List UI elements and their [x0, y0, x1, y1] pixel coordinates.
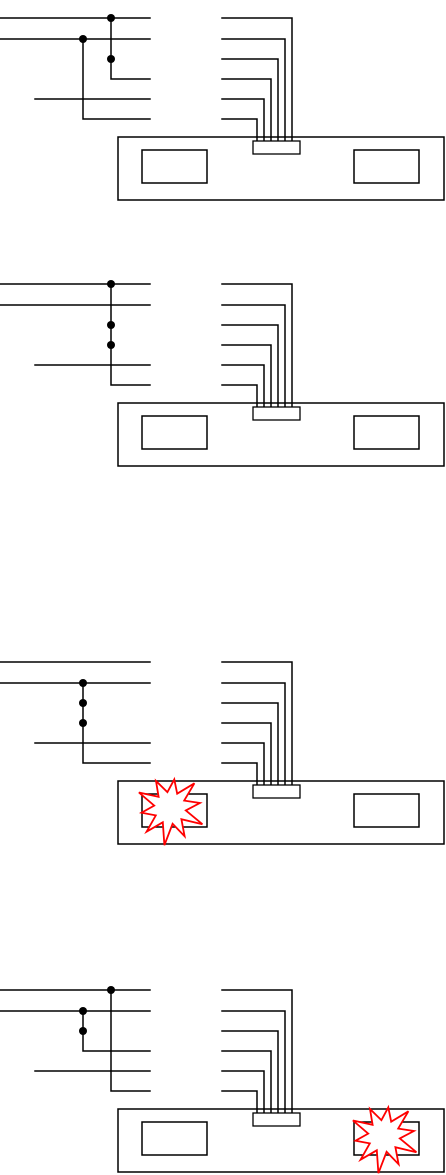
inner-bus-line — [111, 284, 150, 385]
junction-dot — [107, 55, 115, 63]
left-module-box — [142, 1122, 207, 1155]
right-module-box — [354, 416, 419, 449]
outer-bus-line — [83, 1011, 150, 1051]
junction-dot — [107, 280, 115, 288]
junction-dot — [79, 1007, 87, 1015]
right-wire-2 — [222, 305, 285, 407]
wiring-diagram-2 — [0, 280, 444, 466]
right-module-box — [354, 794, 419, 827]
outer-bus-line — [83, 683, 150, 763]
connector-block — [253, 785, 300, 798]
right-wire-2 — [222, 39, 285, 141]
wiring-diagram-1 — [0, 14, 444, 200]
right-wire-3 — [222, 59, 278, 141]
junction-dot — [79, 699, 87, 707]
wiring-diagram-4 — [0, 986, 444, 1173]
right-wire-2 — [222, 683, 285, 785]
junction-dot — [107, 986, 115, 994]
inner-bus-line — [111, 990, 150, 1091]
junction-dot — [79, 35, 87, 43]
right-module-box — [354, 150, 419, 183]
junction-dot — [107, 321, 115, 329]
connector-block — [253, 407, 300, 420]
right-wire-3 — [222, 1031, 278, 1113]
inner-bus-line — [111, 18, 150, 79]
wiring-diagram-3 — [0, 662, 444, 845]
connector-block — [253, 1113, 300, 1126]
junction-dot — [79, 1027, 87, 1035]
junction-dot — [107, 341, 115, 349]
junction-dot — [79, 719, 87, 727]
connector-block — [253, 141, 300, 154]
right-wire-3 — [222, 703, 278, 785]
junction-dot — [107, 14, 115, 22]
right-wire-3 — [222, 325, 278, 407]
right-wire-2 — [222, 1011, 285, 1113]
left-module-box — [142, 416, 207, 449]
junction-dot — [79, 679, 87, 687]
left-module-box — [142, 150, 207, 183]
